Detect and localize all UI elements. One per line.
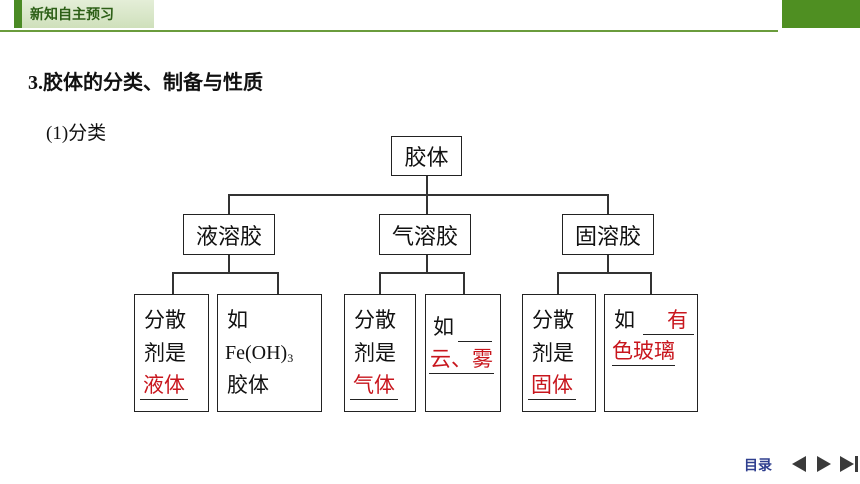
leaf-text: 如 <box>433 315 454 339</box>
leaf-text-row: 如​ <box>433 311 500 344</box>
connector <box>607 194 609 214</box>
answer-blank: 有 <box>643 307 694 335</box>
leaf-text-row: 如有 <box>614 304 697 337</box>
subheading: (1)分类 <box>46 118 106 145</box>
connector <box>172 272 174 294</box>
section-tab-marker <box>14 0 22 28</box>
connector <box>557 272 651 274</box>
previous-icon[interactable] <box>792 456 806 472</box>
tree-root-label: 胶体 <box>404 146 449 171</box>
formula-subscript: 3 <box>287 351 294 365</box>
corner-block <box>782 0 860 28</box>
leaf-text: 分散 <box>144 308 186 332</box>
leaf-liquid-example: 如 Fe(OH)3 胶体 <box>217 294 322 412</box>
leaf-gas-medium: 分散 剂是 气体 <box>344 294 416 412</box>
heading-text: 胶体的分类、制备与性质 <box>43 70 263 94</box>
leaf-text: 如 <box>227 308 248 332</box>
branch-label: 液溶胶 <box>195 224 262 250</box>
branch-label: 气溶胶 <box>391 224 458 250</box>
leaf-formula: Fe(OH)3 <box>225 337 321 375</box>
leaf-solid-example: 如有 色玻璃 <box>604 294 698 412</box>
connector <box>463 272 465 294</box>
leaf-text: 分散 <box>354 308 396 332</box>
heading-number: 3. <box>28 72 43 94</box>
subheading-text: 分类 <box>68 122 107 144</box>
heading: 3.胶体的分类、制备与性质 <box>28 66 263 95</box>
connector <box>172 272 278 274</box>
answer-blank: 液体 <box>140 372 188 400</box>
branch-solid-sol: 固溶胶 <box>562 214 654 255</box>
leaf-text: 分散 <box>532 308 574 332</box>
branch-liquid-sol: 液溶胶 <box>183 214 275 255</box>
leaf-liquid-medium: 分散 剂是 液体 <box>134 294 209 412</box>
connector <box>228 194 230 214</box>
header-rule <box>0 30 778 32</box>
leaf-solid-medium: 分散 剂是 固体 <box>522 294 596 412</box>
connector <box>426 176 428 195</box>
connector <box>228 255 230 273</box>
last-page-icon[interactable] <box>840 456 854 472</box>
leaf-gas-example: 如​ 云、雾 <box>425 294 501 412</box>
connector <box>379 272 381 294</box>
branch-label: 固溶胶 <box>574 224 641 250</box>
answer-blank: 色玻璃 <box>612 338 675 366</box>
leaf-text: 剂是 <box>354 341 396 365</box>
tree-root: 胶体 <box>391 136 462 176</box>
answer-blank: 云、雾 <box>429 346 494 374</box>
leaf-text: 剂是 <box>532 341 574 365</box>
connector <box>379 272 464 274</box>
leaf-text: 胶体 <box>227 373 269 397</box>
last-page-bar-icon <box>855 456 858 472</box>
formula-main: Fe(OH) <box>225 342 288 364</box>
connector <box>650 272 652 294</box>
connector <box>228 194 608 196</box>
connector <box>607 255 609 273</box>
connector <box>557 272 559 294</box>
connector <box>426 194 428 214</box>
answer-blank: 固体 <box>528 372 576 400</box>
answer-blank: 气体 <box>350 372 398 400</box>
leaf-text: 如 <box>614 308 635 332</box>
connector <box>277 272 279 294</box>
toc-link[interactable]: 目录 <box>744 458 772 474</box>
section-title: 新知自主预习 <box>30 7 114 23</box>
section-tab: 新知自主预习 <box>14 0 154 28</box>
leaf-text: 剂是 <box>144 341 186 365</box>
next-icon[interactable] <box>817 456 831 472</box>
branch-gas-sol: 气溶胶 <box>379 214 471 255</box>
subheading-number: (1) <box>46 123 69 144</box>
connector <box>426 255 428 273</box>
